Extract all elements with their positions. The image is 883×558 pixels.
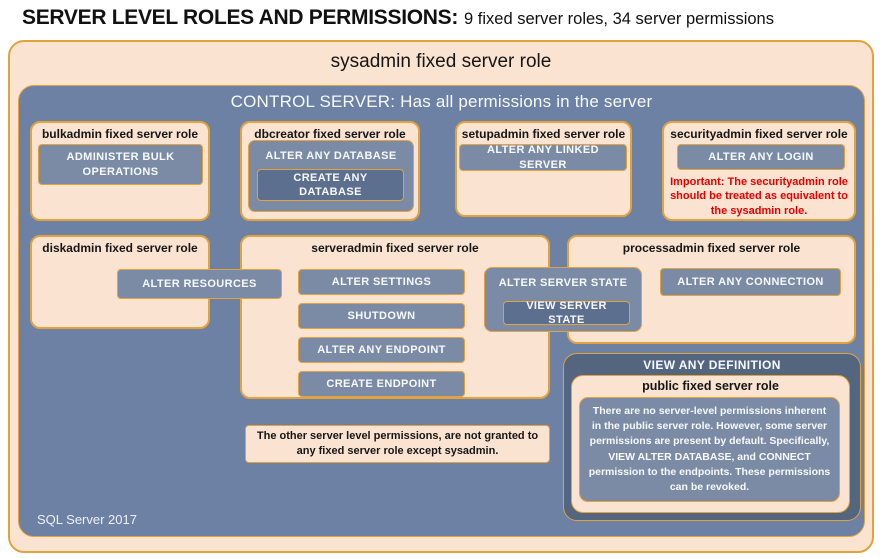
processadmin-title: processadmin fixed server role (622, 241, 801, 255)
footer-version-label: SQL Server 2017 (37, 512, 137, 527)
dbcreator-title: dbcreator fixed server role (254, 127, 406, 141)
other-permissions-note: The other server level permissions, are … (245, 425, 550, 463)
securityadmin-title: securityadmin fixed server role (670, 127, 848, 141)
view-any-definition-box: VIEW ANY DEFINITION public fixed server … (563, 353, 861, 521)
permission-alter-any-linked-server: ALTER ANY LINKED SERVER (459, 144, 627, 171)
permission-alter-any-connection: ALTER ANY CONNECTION (660, 268, 841, 296)
role-box-dbcreator: dbcreator fixed server role ALTER ANY DA… (240, 121, 420, 221)
permission-administer-bulk-operations: ADMINISTER BULK OPERATIONS (38, 144, 203, 185)
serveradmin-title: serveradmin fixed server role (311, 241, 479, 255)
role-box-bulkadmin: bulkadmin fixed server role ADMINISTER B… (30, 121, 210, 221)
securityadmin-warning-text: Important: The securityadmin role should… (670, 176, 848, 217)
view-any-definition-label: VIEW ANY DEFINITION (643, 358, 781, 372)
sysadmin-role-label: sysadmin fixed server role (330, 51, 552, 72)
permission-alter-server-state: ALTER SERVER STATE VIEW SERVER STATE (484, 267, 642, 332)
page-title: SERVER LEVEL ROLES AND PERMISSIONS: 9 fix… (22, 6, 774, 30)
permission-alter-any-database-label: ALTER ANY DATABASE (265, 150, 397, 162)
public-role-title: public fixed server role (642, 379, 779, 393)
role-box-securityadmin: securityadmin fixed server role ALTER AN… (662, 121, 856, 221)
permission-alter-settings: ALTER SETTINGS (298, 269, 465, 295)
page-title-main: SERVER LEVEL ROLES AND PERMISSIONS: (22, 6, 459, 29)
control-server-box: CONTROL SERVER: Has all permissions in t… (18, 85, 865, 537)
permission-alter-any-login: ALTER ANY LOGIN (677, 144, 845, 170)
permission-shutdown: SHUTDOWN (298, 303, 465, 329)
diskadmin-title: diskadmin fixed server role (42, 241, 198, 255)
permission-alter-any-endpoint: ALTER ANY ENDPOINT (298, 337, 465, 363)
permission-alter-any-database: ALTER ANY DATABASE CREATE ANY DATABASE (248, 140, 414, 212)
sysadmin-role-box: sysadmin fixed server role CONTROL SERVE… (8, 40, 874, 553)
permission-create-endpoint: CREATE ENDPOINT (298, 371, 465, 397)
page-title-subtitle: 9 fixed server roles, 34 server permissi… (464, 10, 774, 28)
role-box-setupadmin: setupadmin fixed server role ALTER ANY L… (455, 121, 632, 217)
setupadmin-title: setupadmin fixed server role (461, 127, 626, 141)
permission-alter-resources: ALTER RESOURCES (117, 269, 282, 299)
bulkadmin-title: bulkadmin fixed server role (41, 127, 199, 141)
control-server-label: CONTROL SERVER: Has all permissions in t… (230, 92, 653, 111)
permission-alter-server-state-label: ALTER SERVER STATE (498, 277, 628, 289)
permission-view-server-state: VIEW SERVER STATE (503, 300, 630, 326)
permission-create-any-database: CREATE ANY DATABASE (257, 169, 404, 201)
role-box-public: public fixed server role There are no se… (571, 375, 850, 513)
public-role-description: There are no server-level permissions in… (579, 397, 840, 502)
